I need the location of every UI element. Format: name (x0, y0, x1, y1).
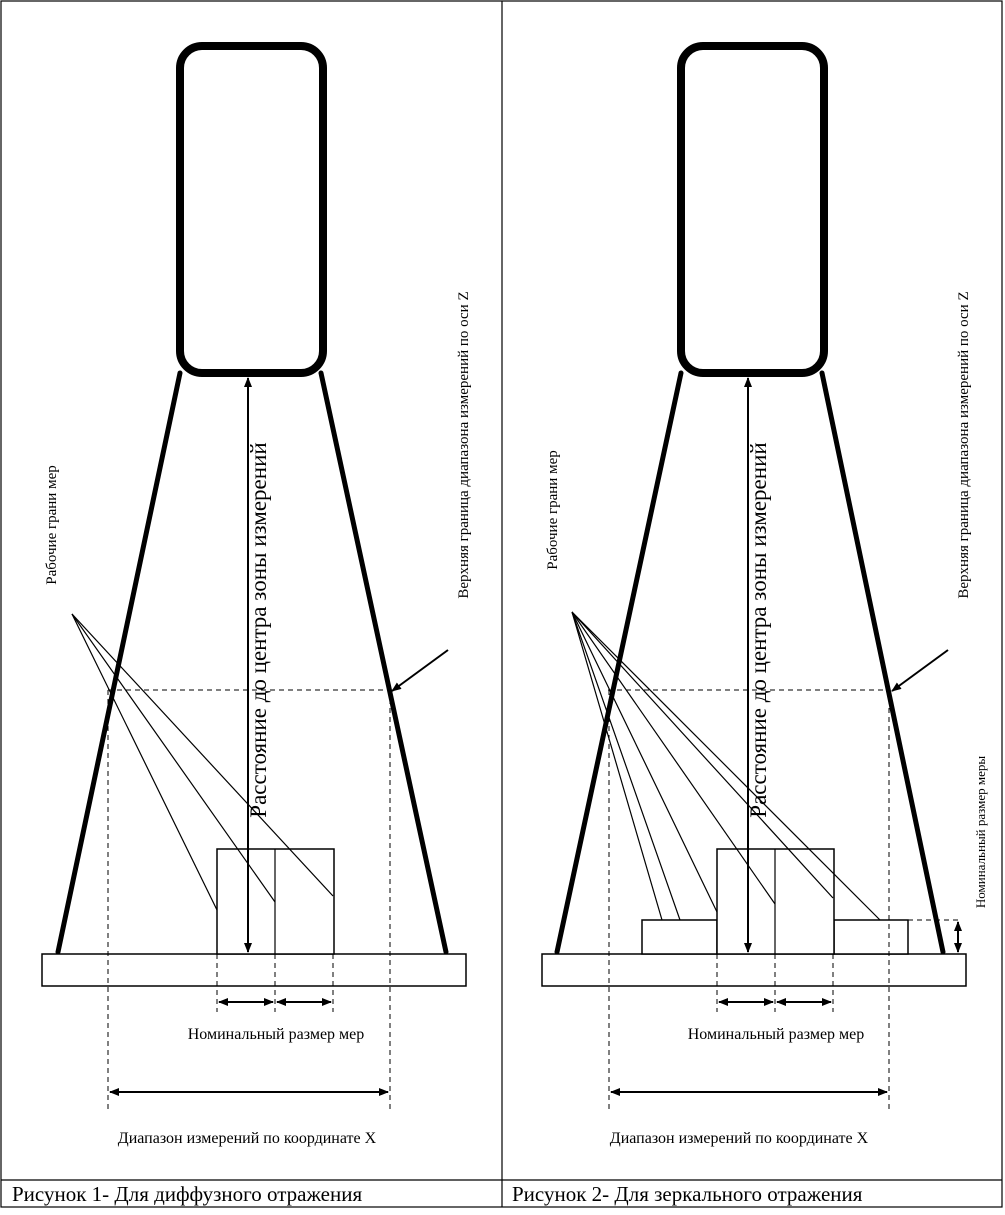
face-leader-1b (71, 613, 276, 903)
face-leader-1a (71, 613, 218, 911)
nominal-size-label-2: Номинальный размер мер (688, 1026, 865, 1043)
side-size-label-2: Номинальный размер меры (973, 756, 988, 908)
working-faces-label-2: Рабочие грани мер (545, 450, 561, 570)
face-leader-1c (71, 613, 334, 897)
base-plate-1 (41, 953, 467, 987)
sensor-head-1 (176, 42, 327, 377)
range-label-2: Диапазон измерений по координате X (610, 1130, 869, 1147)
beam-left-edge-2 (554, 370, 684, 955)
figure-1: Расстояние до центра зоны измерений Рабо… (12, 42, 472, 1206)
beam-right-edge-2 (819, 370, 946, 955)
face-leader-2b (571, 611, 681, 921)
figure-2: Расстояние до центра зоны измерений Рабо… (512, 42, 988, 1206)
side-block-right-2 (833, 919, 909, 955)
upper-bound-pointer-1 (391, 649, 449, 692)
sensor-head-2 (677, 42, 828, 377)
vertical-distance-label-2: Расстояние до центра зоны измерений (746, 442, 771, 817)
upper-bound-pointer-2 (891, 649, 949, 692)
face-leader-2a (571, 611, 663, 921)
side-block-left-2 (641, 919, 718, 955)
face-leader-2d (571, 611, 776, 905)
beam-left-edge-1 (55, 370, 183, 955)
caption-1: Рисунок 1- Для диффузного отражения (12, 1182, 362, 1206)
caption-2: Рисунок 2- Для зеркального отражения (512, 1182, 863, 1206)
nominal-size-label-1: Номинальный размер мер (188, 1026, 365, 1043)
upper-bound-label-2: Верхняя граница диапазона измерений по о… (956, 291, 972, 598)
face-leader-2e (571, 611, 834, 899)
upper-bound-label-1: Верхняя граница диапазона измерений по о… (456, 291, 472, 598)
base-plate-2 (541, 953, 967, 987)
beam-right-edge-1 (318, 370, 449, 955)
range-label-1: Диапазон измерений по координате X (118, 1130, 377, 1147)
working-faces-label-1: Рабочие грани мер (44, 465, 60, 585)
face-leader-2f (571, 611, 881, 921)
vertical-distance-label-1: Расстояние до центра зоны измерений (246, 442, 271, 817)
face-leader-2c (571, 611, 718, 913)
